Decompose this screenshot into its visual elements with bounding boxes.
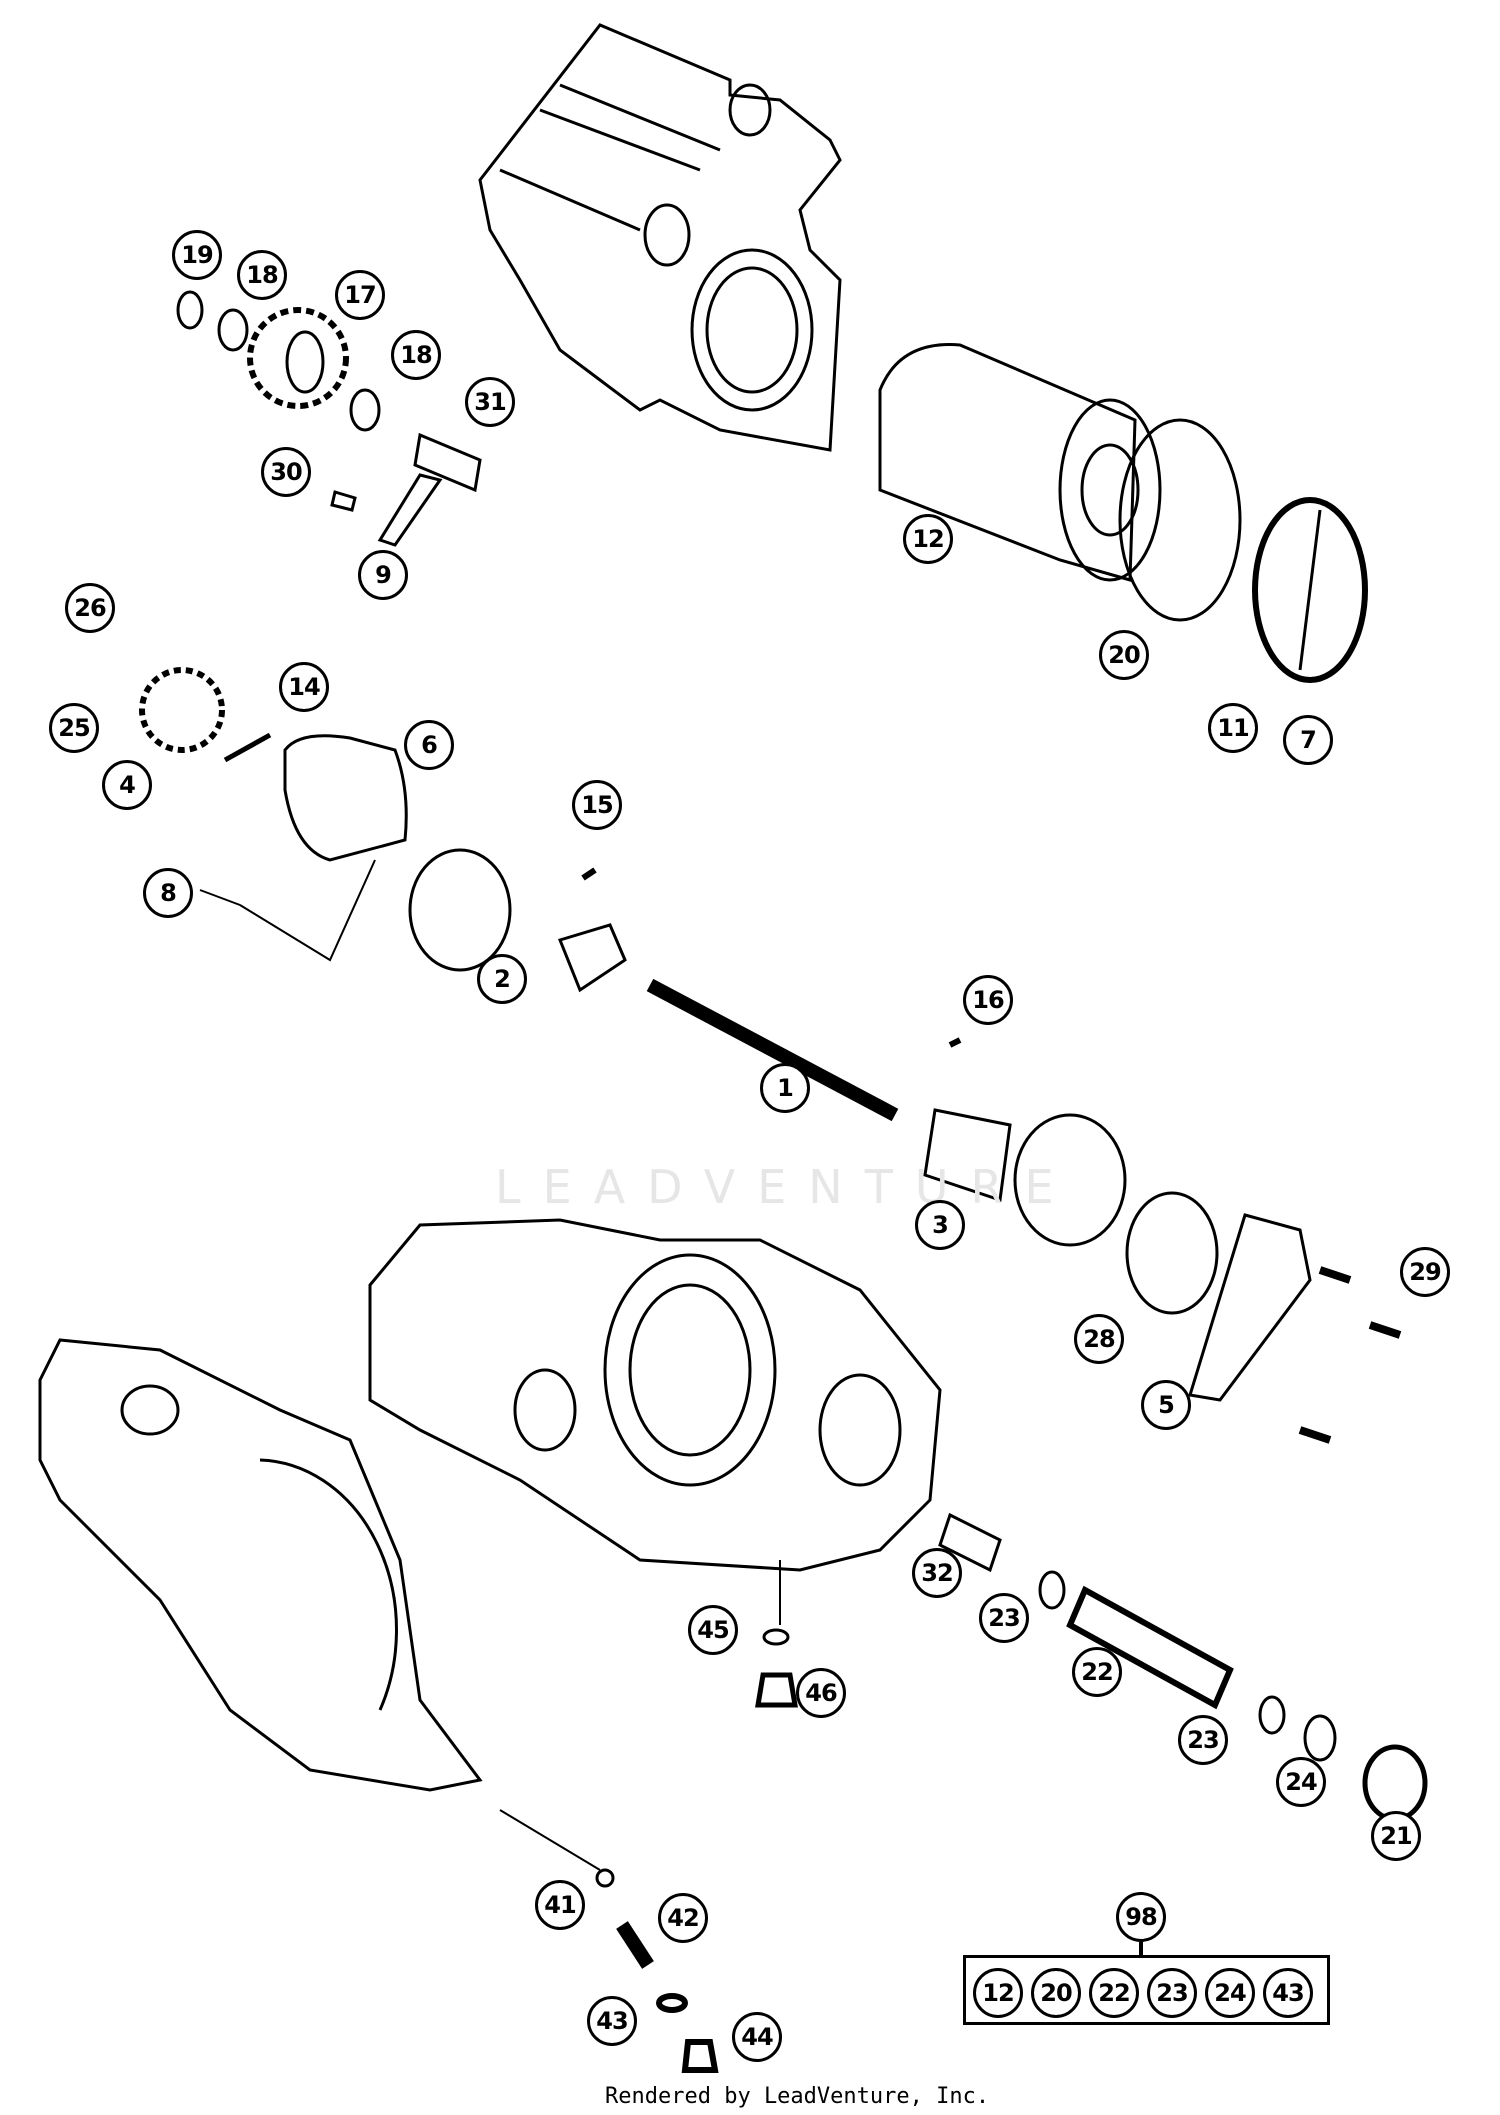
lower-crankcase-illustration: [368, 1218, 942, 1572]
callout-5[interactable]: 5: [1141, 1380, 1191, 1430]
callout-30[interactable]: 30: [261, 447, 311, 497]
callout-46[interactable]: 46: [796, 1668, 846, 1718]
kit-item-23[interactable]: 23: [1147, 1968, 1197, 2018]
pump-rotor-2-illustration: [408, 848, 512, 972]
plug-44-illustration: [681, 2039, 719, 2073]
kit-item-12[interactable]: 12: [973, 1968, 1023, 2018]
o-ring-23-illustration: [1038, 1570, 1066, 1610]
kit-item-43[interactable]: 43: [1263, 1968, 1313, 2018]
callout-23[interactable]: 23: [979, 1593, 1029, 1643]
o-ring-23b-illustration: [1258, 1695, 1286, 1735]
callout-44[interactable]: 44: [732, 2012, 782, 2062]
callout-16[interactable]: 16: [963, 975, 1013, 1025]
callout-18[interactable]: 18: [391, 330, 441, 380]
valve-22-illustration: [1066, 1585, 1234, 1710]
fitting-32-illustration: [938, 1512, 1002, 1573]
washer-18b-illustration: [349, 388, 381, 432]
callout-26[interactable]: 26: [65, 583, 115, 633]
callout-4[interactable]: 4: [102, 760, 152, 810]
cover-5-illustration: [1188, 1213, 1312, 1402]
o-ring-24-illustration: [1303, 1714, 1337, 1762]
plug-46-illustration: [755, 1672, 798, 1708]
callout-11[interactable]: 11: [1208, 703, 1258, 753]
bolt-30-illustration: [330, 490, 357, 512]
watermark: LEADVENTURE: [495, 1160, 1076, 1214]
callout-9[interactable]: 9: [358, 550, 408, 600]
pump-cover-6-illustration: [283, 734, 408, 862]
callout-20[interactable]: 20: [1099, 630, 1149, 680]
callout-3[interactable]: 3: [915, 1200, 965, 1250]
callout-22[interactable]: 22: [1072, 1647, 1122, 1697]
callout-17[interactable]: 17: [335, 270, 385, 320]
callout-19[interactable]: 19: [172, 230, 222, 280]
pin-16-illustration: [948, 1037, 962, 1048]
pin-14-illustration: [223, 732, 272, 763]
callout-24[interactable]: 24: [1276, 1757, 1326, 1807]
oil-filter-illustration: [878, 343, 1162, 582]
upper-crankcase-illustration: [478, 23, 842, 452]
callout-43[interactable]: 43: [587, 1996, 637, 2046]
callout-23[interactable]: 23: [1178, 1715, 1228, 1765]
left-crankcase-illustration: [38, 1338, 483, 1792]
footer-credit: Rendered by LeadVenture, Inc.: [605, 2084, 990, 2109]
callout-2[interactable]: 2: [477, 954, 527, 1004]
spring-42-illustration: [616, 1921, 654, 1969]
pump-shaft-1-illustration: [646, 978, 899, 1122]
callout-41[interactable]: 41: [535, 1880, 585, 1930]
rotor-3-illustration: [923, 1108, 1012, 1202]
pin-15-illustration: [581, 867, 597, 881]
kit-item-22[interactable]: 22: [1089, 1968, 1139, 2018]
callout-18[interactable]: 18: [237, 250, 287, 300]
callout-7[interactable]: 7: [1283, 715, 1333, 765]
ball-41-illustration: [595, 1868, 615, 1888]
callout-28[interactable]: 28: [1074, 1314, 1124, 1364]
kit-item-24[interactable]: 24: [1205, 1968, 1255, 2018]
lever-9-illustration: [377, 473, 443, 547]
callout-29[interactable]: 29: [1400, 1247, 1450, 1297]
callout-45[interactable]: 45: [688, 1605, 738, 1655]
kit-callout-98[interactable]: 98: [1116, 1892, 1166, 1942]
callout-21[interactable]: 21: [1371, 1811, 1421, 1861]
gear-17-illustration: [247, 307, 349, 409]
kit-item-20[interactable]: 20: [1031, 1968, 1081, 2018]
rotor-housing-3-illustration: [1013, 1113, 1127, 1247]
callout-31[interactable]: 31: [465, 377, 515, 427]
callout-32[interactable]: 32: [912, 1548, 962, 1598]
ring-19-illustration: [176, 290, 204, 330]
gear-4-illustration: [139, 667, 225, 753]
callout-42[interactable]: 42: [658, 1893, 708, 1943]
o-ring-20-illustration: [1118, 418, 1242, 622]
washer-43-illustration: [656, 1993, 688, 2013]
callout-12[interactable]: 12: [903, 514, 953, 564]
callout-14[interactable]: 14: [279, 662, 329, 712]
pump-rotor-inner-2-illustration: [557, 923, 627, 993]
screws-29-illustration: [1298, 1266, 1402, 1444]
shaft-31-illustration: [413, 432, 482, 493]
plug-21-illustration: [1362, 1744, 1428, 1822]
callout-8[interactable]: 8: [143, 868, 193, 918]
callout-1[interactable]: 1: [760, 1063, 810, 1113]
o-ring-28-illustration: [1125, 1191, 1219, 1315]
callout-6[interactable]: 6: [404, 720, 454, 770]
filter-cover-illustration: [1252, 497, 1368, 683]
washer-45-illustration: [762, 1628, 790, 1646]
washer-18-illustration: [217, 308, 249, 352]
callout-15[interactable]: 15: [572, 780, 622, 830]
callout-25[interactable]: 25: [49, 703, 99, 753]
